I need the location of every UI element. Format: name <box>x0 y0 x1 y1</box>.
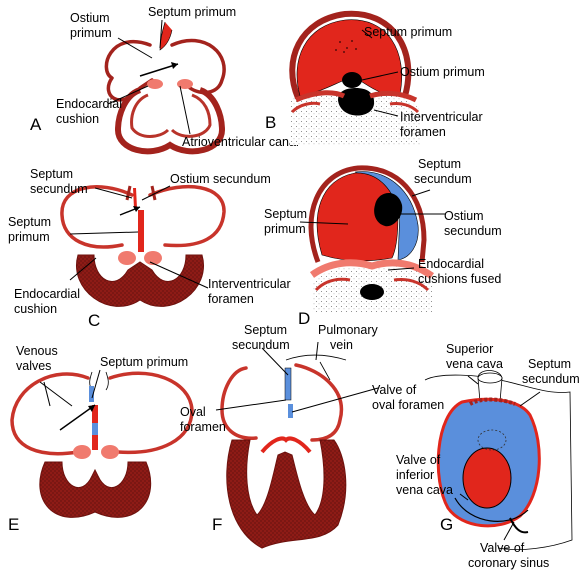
d-label-ostium-2: secundum <box>444 224 502 238</box>
c-label-ostium-secundum: Ostium secundum <box>170 172 271 186</box>
c-panel-letter: C <box>88 311 100 330</box>
panel-g <box>424 370 573 550</box>
d-label-secundum-2: secundum <box>414 172 472 186</box>
a-label-endocardial-2: cushion <box>56 112 99 126</box>
c-label-primum-2: primum <box>8 230 50 244</box>
d-label-primum-1: Septum <box>264 207 307 221</box>
a-label-endocardial-1: Endocardial <box>56 97 122 111</box>
c-label-endocardial-2: cushion <box>14 302 57 316</box>
valve-of-oval-foramen <box>288 404 293 418</box>
b-label-septum-primum: Septum primum <box>364 25 452 39</box>
f-label-oval-2: foramen <box>180 420 226 434</box>
septum-secundum <box>133 188 137 208</box>
b-label-ivf-1: Interventricular <box>400 110 483 124</box>
panel-a <box>104 19 226 155</box>
f-label-valve-oval-2: oval foramen <box>372 398 444 412</box>
panel-b <box>289 10 420 145</box>
atrial-wall <box>308 165 427 263</box>
f-label-secundum-1: Septum <box>244 323 287 337</box>
endocardial-cushion <box>118 251 136 265</box>
ventricles <box>226 439 347 549</box>
interventricular-foramen <box>360 284 384 300</box>
panel-c <box>60 184 226 307</box>
ostium-primum <box>342 72 362 88</box>
g-label-svc-2: vena cava <box>446 357 503 371</box>
a-label-ostium-primum-2: primum <box>70 26 112 40</box>
c-label-ivf-1: Interventricular <box>208 277 291 291</box>
e-panel-letter: E <box>8 515 19 534</box>
c-label-ivf-2: foramen <box>208 292 254 306</box>
a-label-septum-primum: Septum primum <box>148 5 236 19</box>
g-label-cs-1: Valve of <box>480 541 525 555</box>
g-label-secundum-1: Septum <box>528 357 571 371</box>
f-label-pulmonary-2: vein <box>330 338 353 352</box>
atrial-wall <box>289 10 412 100</box>
d-label-primum-2: primum <box>264 222 306 236</box>
interventricular-foramen <box>338 88 375 116</box>
fused-cushions <box>309 259 435 279</box>
e-label-venous-1: Venous <box>16 344 58 358</box>
c-label-secundum-1: Septum <box>30 167 73 181</box>
e-label-venous-2: valves <box>16 359 51 373</box>
b-panel-letter: B <box>265 113 276 132</box>
panel-e <box>10 369 194 518</box>
g-label-svc-1: Superior <box>446 342 493 356</box>
panel-f <box>215 341 379 549</box>
f-panel-letter: F <box>212 515 222 534</box>
ostium-secundum <box>374 192 403 227</box>
blood-flow-arrow <box>139 63 179 77</box>
d-panel-letter: D <box>298 309 310 328</box>
a-label-ostium-primum-1: Ostium <box>70 11 110 25</box>
d-label-fused-1: Endocardial <box>418 257 484 271</box>
ventricle-wall <box>114 87 226 155</box>
panel-d <box>299 165 446 312</box>
valve-of-oval-foramen <box>462 447 512 509</box>
e-label-septum-primum: Septum primum <box>100 355 188 369</box>
septum-primum <box>138 210 144 252</box>
g-label-valve-ivc-1: Valve of <box>396 453 441 467</box>
lower-stipple-region <box>290 92 420 145</box>
septum-secundum <box>89 386 94 402</box>
c-label-endocardial-1: Endocardial <box>14 287 80 301</box>
endocardial-cushion-lower <box>177 79 193 89</box>
d-label-ostium-1: Ostium <box>444 209 484 223</box>
endocardial-cushion-upper <box>147 79 163 89</box>
d-label-fused-2: cushions fused <box>418 272 501 286</box>
f-label-secundum-2: secundum <box>232 338 290 352</box>
g-label-valve-ivc-3: vena cava <box>396 483 453 497</box>
f-label-oval-1: Oval <box>180 405 206 419</box>
septum-primum <box>159 21 173 51</box>
f-label-pulmonary-1: Pulmonary <box>318 323 378 337</box>
b-label-ostium-primum: Ostium primum <box>400 65 485 79</box>
g-label-valve-ivc-2: inferior <box>396 468 434 482</box>
b-label-ivf-2: foramen <box>400 125 446 139</box>
c-label-secundum-2: secundum <box>30 182 88 196</box>
valve-of-ivc <box>454 497 529 522</box>
f-label-valve-oval-1: Valve of <box>372 383 417 397</box>
ventricles <box>39 461 152 518</box>
g-label-cs-2: coronary sinus <box>468 556 549 570</box>
ventricles <box>76 254 204 307</box>
g-panel-letter: G <box>440 515 453 534</box>
septum-secundum <box>284 367 292 401</box>
c-label-primum-1: Septum <box>8 215 51 229</box>
g-label-secundum-2: secundum <box>522 372 580 386</box>
d-label-secundum-1: Septum <box>418 157 461 171</box>
valve-of-coronary-sinus <box>509 517 529 534</box>
a-label-av-canal: Atrioventricular canal <box>182 135 299 149</box>
a-panel-letter: A <box>30 115 42 134</box>
